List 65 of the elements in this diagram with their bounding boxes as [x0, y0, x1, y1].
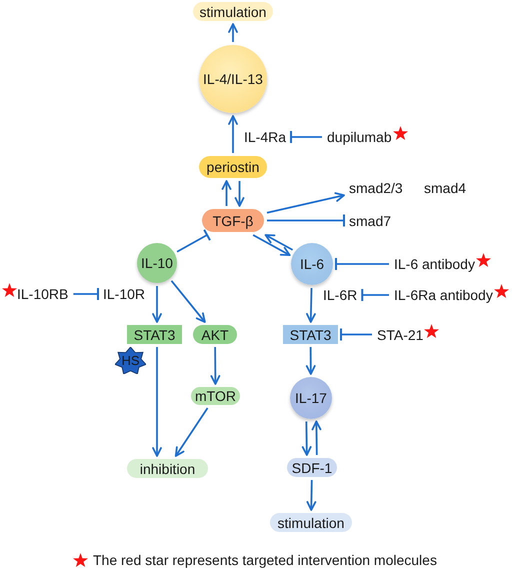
- node-label: IL-4/IL-13: [203, 71, 263, 87]
- node-label: IL-6 antibody: [394, 256, 475, 272]
- node-label: STAT3: [134, 326, 176, 342]
- pathway-box: [127, 325, 182, 344]
- node-label: mTOR: [195, 388, 236, 404]
- node-label: IL-6R: [323, 287, 358, 303]
- arrow: [152, 286, 162, 323]
- arrow: [228, 115, 238, 153]
- node-label: HS: [121, 352, 140, 368]
- node-label: TGF-β: [212, 212, 254, 228]
- node-label: IL-10RB: [17, 286, 68, 302]
- pathway-pill: [199, 156, 267, 178]
- node-label: inhibition: [140, 460, 196, 476]
- node-label: IL-6: [300, 256, 324, 272]
- arrow: [264, 234, 294, 251]
- arrow: [306, 480, 316, 511]
- node-label: STA-21: [377, 326, 424, 342]
- node-label: AKT: [201, 326, 229, 342]
- node-label: periostin: [206, 159, 260, 175]
- inhibition-line: [176, 228, 211, 253]
- arrow: [170, 280, 206, 323]
- node-label: stimulation: [200, 4, 266, 20]
- node-label: STAT3: [290, 326, 332, 342]
- pathway-pill: [191, 387, 240, 405]
- pathway-pill: [127, 459, 208, 478]
- node-label: IL-17: [295, 390, 327, 406]
- legend-text: The red star represents targeted intervention molecules: [93, 552, 437, 568]
- node-label: SDF-1: [292, 460, 332, 476]
- arrow: [306, 347, 316, 375]
- pathway-pill: [193, 2, 273, 21]
- arrow: [266, 192, 345, 214]
- inhibition-line: [290, 130, 322, 144]
- node-label: smad7: [349, 212, 392, 228]
- arrow: [312, 420, 322, 456]
- pathway-box: [283, 325, 338, 344]
- inhibition-line: [73, 287, 99, 301]
- arrow: [252, 234, 291, 256]
- inhibition-line: [361, 288, 389, 302]
- arrow: [234, 181, 244, 207]
- arrow: [174, 408, 208, 457]
- pathway-pill: [202, 209, 264, 232]
- node-label: IL-4Ra: [244, 129, 286, 145]
- node-label: dupilumab: [327, 129, 392, 145]
- pathway-circle: [137, 243, 177, 283]
- pathway-pill: [270, 513, 352, 532]
- inhibition-line: [335, 257, 389, 271]
- pathway-circle: [290, 377, 332, 419]
- text-label: smad4: [424, 180, 466, 196]
- arrow: [210, 347, 220, 385]
- arrow: [222, 180, 232, 206]
- arrow: [228, 23, 238, 42]
- inhibition-line: [340, 328, 372, 342]
- pathway-circle: [199, 45, 267, 113]
- node-label: IL-10: [141, 255, 173, 271]
- arrow: [152, 347, 162, 457]
- inhibition-line: [267, 214, 345, 228]
- arrow: [306, 288, 316, 323]
- arrow: [302, 422, 312, 456]
- pathway-circle: [291, 243, 333, 285]
- node-label: stimulation: [278, 514, 344, 530]
- node-label: IL-10R: [103, 286, 146, 302]
- node-label: smad2/3: [349, 180, 403, 196]
- pathway-pill: [193, 325, 237, 344]
- node-label: IL-6Ra antibody: [394, 287, 493, 303]
- pathway-pill: [287, 458, 337, 477]
